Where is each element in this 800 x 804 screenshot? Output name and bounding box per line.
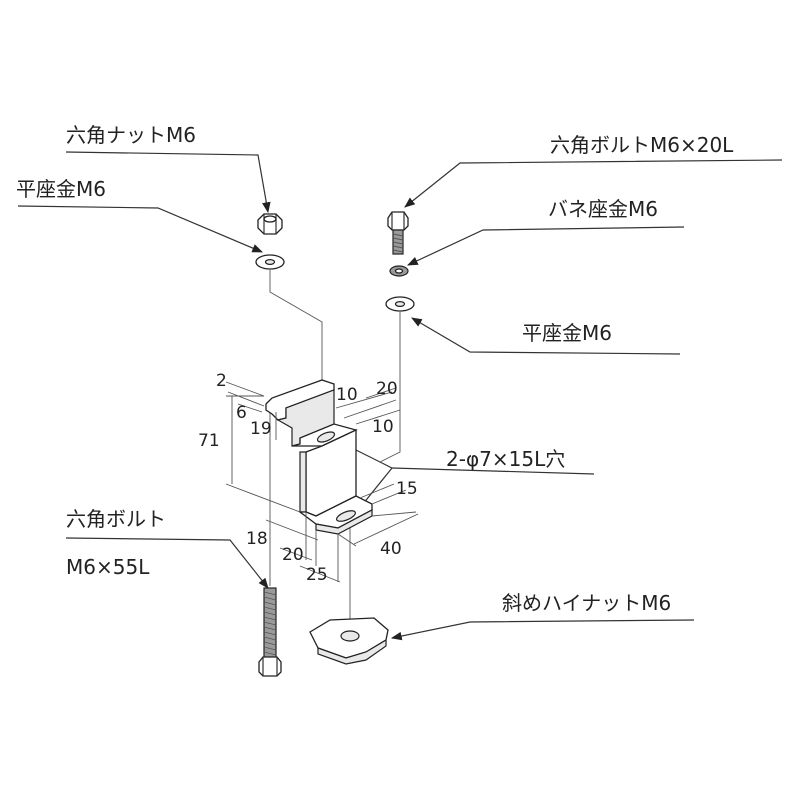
spring-washer-part [389, 265, 409, 277]
dim-40: 40 [380, 539, 402, 559]
label-hex-nut: 六角ナットM6 [66, 123, 196, 147]
dimension-labels: 2 6 71 19 10 20 10 15 18 20 25 40 [198, 371, 418, 585]
flat-washer-right-part [385, 296, 415, 312]
leader-lines [17, 151, 783, 641]
dim-2: 2 [216, 371, 227, 391]
label-spring-washer: バネ座金M6 [548, 197, 658, 221]
part-labels: 六角ナットM6 平座金M6 六角ボルトM6×20L バネ座金M6 平座金M6 2… [16, 123, 734, 615]
dim-20-bottom: 20 [282, 545, 304, 565]
label-flat-washer-left: 平座金M6 [16, 177, 106, 201]
dim-25: 25 [306, 565, 328, 585]
hex-bolt-long-part [258, 587, 282, 677]
label-slot-holes: 2-φ7×15L穴 [446, 447, 565, 471]
label-hex-bolt-long-2: M6×55L [66, 555, 150, 579]
label-hex-bolt-short: 六角ボルトM6×20L [550, 133, 734, 157]
dim-20-top: 20 [376, 379, 398, 399]
dim-10-right: 10 [372, 417, 394, 437]
dim-15: 15 [396, 479, 418, 499]
dim-10-top: 10 [336, 385, 358, 405]
dim-71: 71 [198, 431, 220, 451]
label-diagonal-nut: 斜めハイナットM6 [502, 591, 671, 615]
label-hex-bolt-long-1: 六角ボルト [66, 507, 166, 531]
label-flat-washer-right: 平座金M6 [522, 321, 612, 345]
hex-nut-part [257, 213, 283, 235]
dim-6: 6 [236, 403, 247, 423]
diagonal-high-nut-part [309, 617, 389, 665]
dim-19: 19 [250, 419, 272, 439]
assembly-lines [269, 270, 401, 622]
flat-washer-left-part [255, 254, 285, 270]
dim-18: 18 [246, 529, 268, 549]
dimension-lines [225, 381, 419, 583]
hex-bolt-short-part [387, 211, 409, 255]
